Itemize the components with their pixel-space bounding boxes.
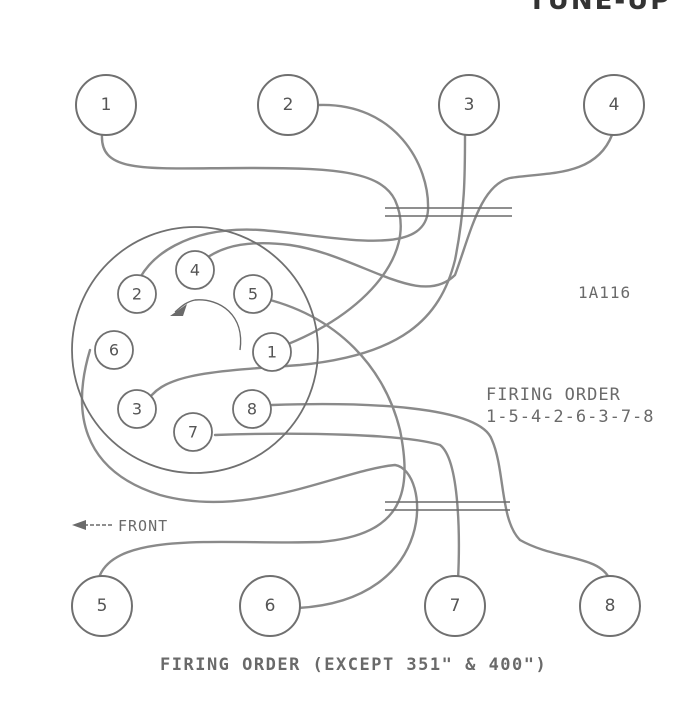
wire-cylinder-6 <box>80 348 419 610</box>
distributor-post-6: 6 <box>94 330 134 370</box>
diagram-caption: FIRING ORDER (EXCEPT 351" & 400") <box>160 655 548 675</box>
cylinder-bottom-row: 5 6 7 8 <box>71 575 641 637</box>
lower-wire-separator <box>385 501 510 511</box>
wire-cylinder-2 <box>133 103 430 292</box>
svg-text:5: 5 <box>97 596 108 616</box>
svg-text:1: 1 <box>267 343 277 362</box>
svg-text:3: 3 <box>132 400 142 419</box>
cylinder-7: 7 <box>424 575 486 637</box>
svg-text:2: 2 <box>283 95 294 115</box>
svg-text:4: 4 <box>190 261 200 280</box>
svg-text:2: 2 <box>132 285 142 304</box>
distributor-post-1: 1 <box>252 332 292 372</box>
front-label: FRONT <box>118 517 169 535</box>
svg-text:4: 4 <box>609 95 620 115</box>
cylinder-top-row: 1 2 3 4 <box>75 74 645 136</box>
svg-text:7: 7 <box>188 423 198 442</box>
distributor-post-4: 4 <box>175 250 215 290</box>
rotation-arrow <box>170 299 242 351</box>
svg-text:7: 7 <box>450 596 461 616</box>
page-header: TUNE-UP <box>528 0 672 16</box>
svg-text:3: 3 <box>464 95 475 115</box>
firing-order-title: FIRING ORDER <box>486 385 621 405</box>
cylinder-2: 2 <box>257 74 319 136</box>
svg-text:5: 5 <box>248 285 258 304</box>
front-arrow <box>72 520 114 530</box>
distributor-post-7: 7 <box>173 412 213 452</box>
cylinder-4: 4 <box>583 74 645 136</box>
svg-text:8: 8 <box>247 400 257 419</box>
wire-cylinder-4 <box>193 133 614 288</box>
distributor-post-5: 5 <box>233 274 273 314</box>
distributor-cap <box>71 226 319 474</box>
cylinder-5: 5 <box>71 575 133 637</box>
svg-text:8: 8 <box>605 596 616 616</box>
distributor-post-3: 3 <box>117 389 157 429</box>
wire-cylinder-7 <box>213 432 461 582</box>
cylinder-3: 3 <box>438 74 500 136</box>
cylinder-1: 1 <box>75 74 137 136</box>
upper-wire-separator <box>385 207 512 217</box>
wire-cylinder-3 <box>143 133 467 407</box>
distributor-post-8: 8 <box>232 389 272 429</box>
cylinder-8: 8 <box>579 575 641 637</box>
firing-order-sequence: 1-5-4-2-6-3-7-8 <box>486 407 655 427</box>
svg-text:1: 1 <box>101 95 112 115</box>
distributor-post-2: 2 <box>117 274 157 314</box>
distributor-posts: 1 2 3 4 5 6 7 <box>94 250 292 452</box>
svg-text:6: 6 <box>109 341 119 360</box>
svg-text:6: 6 <box>265 596 276 616</box>
wire-cylinder-1 <box>100 133 402 352</box>
wire-cylinder-8 <box>270 402 612 582</box>
cylinder-6: 6 <box>239 575 301 637</box>
diagram-code: 1A116 <box>578 283 632 302</box>
